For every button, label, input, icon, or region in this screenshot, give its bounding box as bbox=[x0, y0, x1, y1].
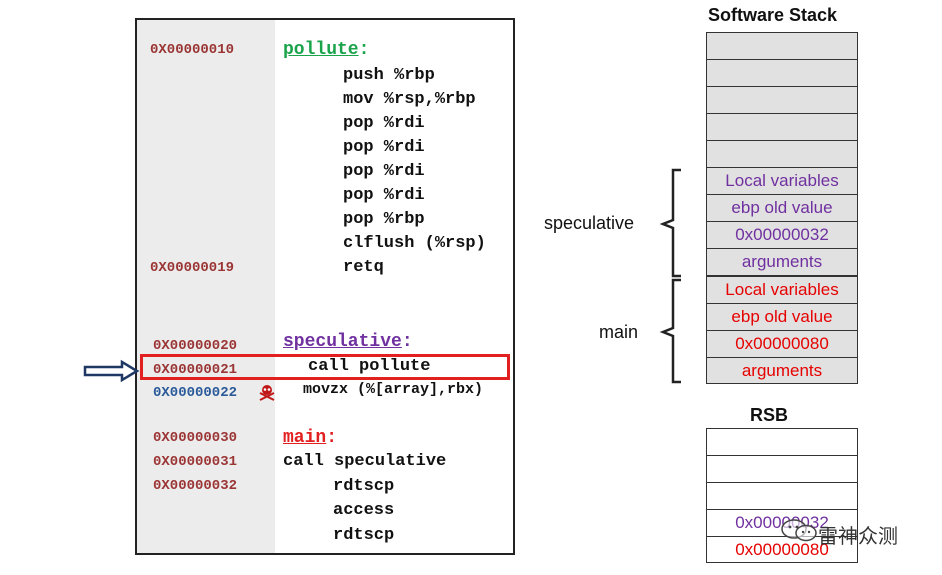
stack-cell-speculative-ebp: ebp old value bbox=[706, 194, 858, 222]
rsb-title: RSB bbox=[750, 405, 789, 425]
address-0x22: 0X00000022 bbox=[153, 385, 238, 401]
main-brace-icon bbox=[659, 278, 681, 384]
stack-cell-speculative-args: arguments bbox=[706, 248, 858, 276]
address-0x30: 0X00000030 bbox=[153, 430, 238, 446]
stack-cell-main-return: 0x00000080 bbox=[706, 330, 858, 358]
highlight-box bbox=[140, 354, 510, 380]
rsb-cell-return-main: 0x00000080 bbox=[706, 536, 858, 563]
address-0x19: 0X00000019 bbox=[150, 260, 235, 276]
speculative-frame-label: speculative bbox=[544, 213, 635, 233]
speculative-brace-icon bbox=[659, 168, 681, 278]
instr-retq: retq bbox=[343, 258, 384, 277]
instr-access: access bbox=[333, 501, 395, 520]
stack-cell-1 bbox=[706, 32, 858, 60]
label-pollute-colon: : bbox=[358, 40, 370, 60]
address-0x21: 0X00000021 bbox=[153, 362, 238, 378]
stack-cell-3 bbox=[706, 86, 858, 114]
rsb-cell-2 bbox=[706, 455, 858, 483]
instruction-pointer-arrow-icon bbox=[83, 359, 140, 383]
instr-pop-rdi-1: pop %rdi bbox=[343, 114, 425, 133]
stack-cell-speculative-locals: Local variables bbox=[706, 167, 858, 195]
instr-mov-rsp-rbp: mov %rsp,%rbp bbox=[343, 90, 476, 109]
label-speculative: speculative bbox=[283, 332, 402, 352]
instr-clflush: clflush (%rsp) bbox=[343, 234, 486, 253]
rsb-cell-3 bbox=[706, 482, 858, 510]
instr-pop-rdi-3: pop %rdi bbox=[343, 162, 425, 181]
stack-cell-2 bbox=[706, 59, 858, 87]
stack-cell-main-ebp: ebp old value bbox=[706, 303, 858, 331]
software-stack-title: Software Stack bbox=[708, 5, 838, 25]
instr-pop-rdi-2: pop %rdi bbox=[343, 138, 425, 157]
address-0x32: 0X00000032 bbox=[153, 478, 238, 494]
stack-cell-speculative-return: 0x00000032 bbox=[706, 221, 858, 249]
label-pollute-group: pollute: bbox=[283, 40, 369, 60]
label-main: main bbox=[283, 428, 327, 448]
label-main-colon: : bbox=[326, 428, 338, 448]
instr-rdtscp-2: rdtscp bbox=[333, 526, 395, 545]
instr-movzx: movzx (%[array],rbx) bbox=[303, 381, 484, 398]
instr-pop-rdi-4: pop %rdi bbox=[343, 186, 425, 205]
label-pollute: pollute bbox=[283, 40, 359, 60]
stack-cell-5 bbox=[706, 140, 858, 168]
stack-cell-main-locals: Local variables bbox=[706, 276, 858, 304]
stack-cell-4 bbox=[706, 113, 858, 141]
instr-call-speculative: call speculative bbox=[283, 452, 447, 471]
skull-crossbones-icon bbox=[259, 385, 275, 401]
wechat-logo-icon bbox=[781, 519, 817, 542]
main-frame-label: main bbox=[599, 322, 639, 342]
label-main-group: main: bbox=[283, 428, 337, 448]
instr-push-rbp: push %rbp bbox=[343, 66, 435, 85]
address-0x31: 0X00000031 bbox=[153, 454, 238, 470]
address-0x10: 0X00000010 bbox=[150, 42, 235, 58]
instr-rdtscp-1: rdtscp bbox=[333, 477, 395, 496]
instr-call-pollute: call pollute bbox=[308, 357, 431, 376]
address-column bbox=[137, 20, 275, 553]
address-0x20: 0X00000020 bbox=[153, 338, 238, 354]
stack-cell-main-args: arguments bbox=[706, 357, 858, 384]
instr-pop-rbp: pop %rbp bbox=[343, 210, 425, 229]
watermark-text: 雷神众测 bbox=[818, 526, 898, 548]
label-speculative-group: speculative: bbox=[283, 332, 413, 352]
rsb-cell-1 bbox=[706, 428, 858, 456]
label-speculative-colon: : bbox=[401, 332, 413, 352]
